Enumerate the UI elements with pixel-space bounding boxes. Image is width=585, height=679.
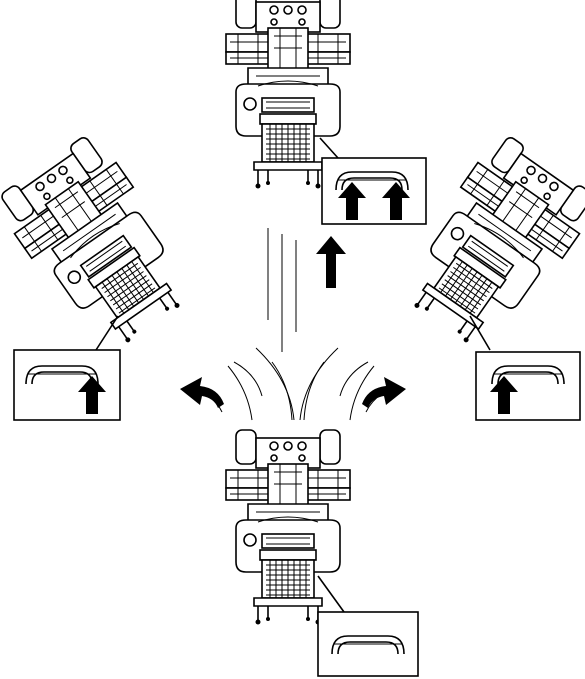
lever-inset-neutral: [318, 576, 418, 676]
mower-top-view-icon: [0, 130, 205, 360]
lever-inset-turn-right: [470, 316, 580, 420]
turn-right-arrow-icon: [362, 377, 406, 408]
forward-arrow-icon: [316, 236, 346, 288]
lever-inset-turn-left: [14, 316, 120, 420]
lever-inset-reverse: [320, 138, 426, 224]
motion-lines: [198, 228, 390, 420]
turn-left-arrow-icon: [180, 377, 224, 408]
